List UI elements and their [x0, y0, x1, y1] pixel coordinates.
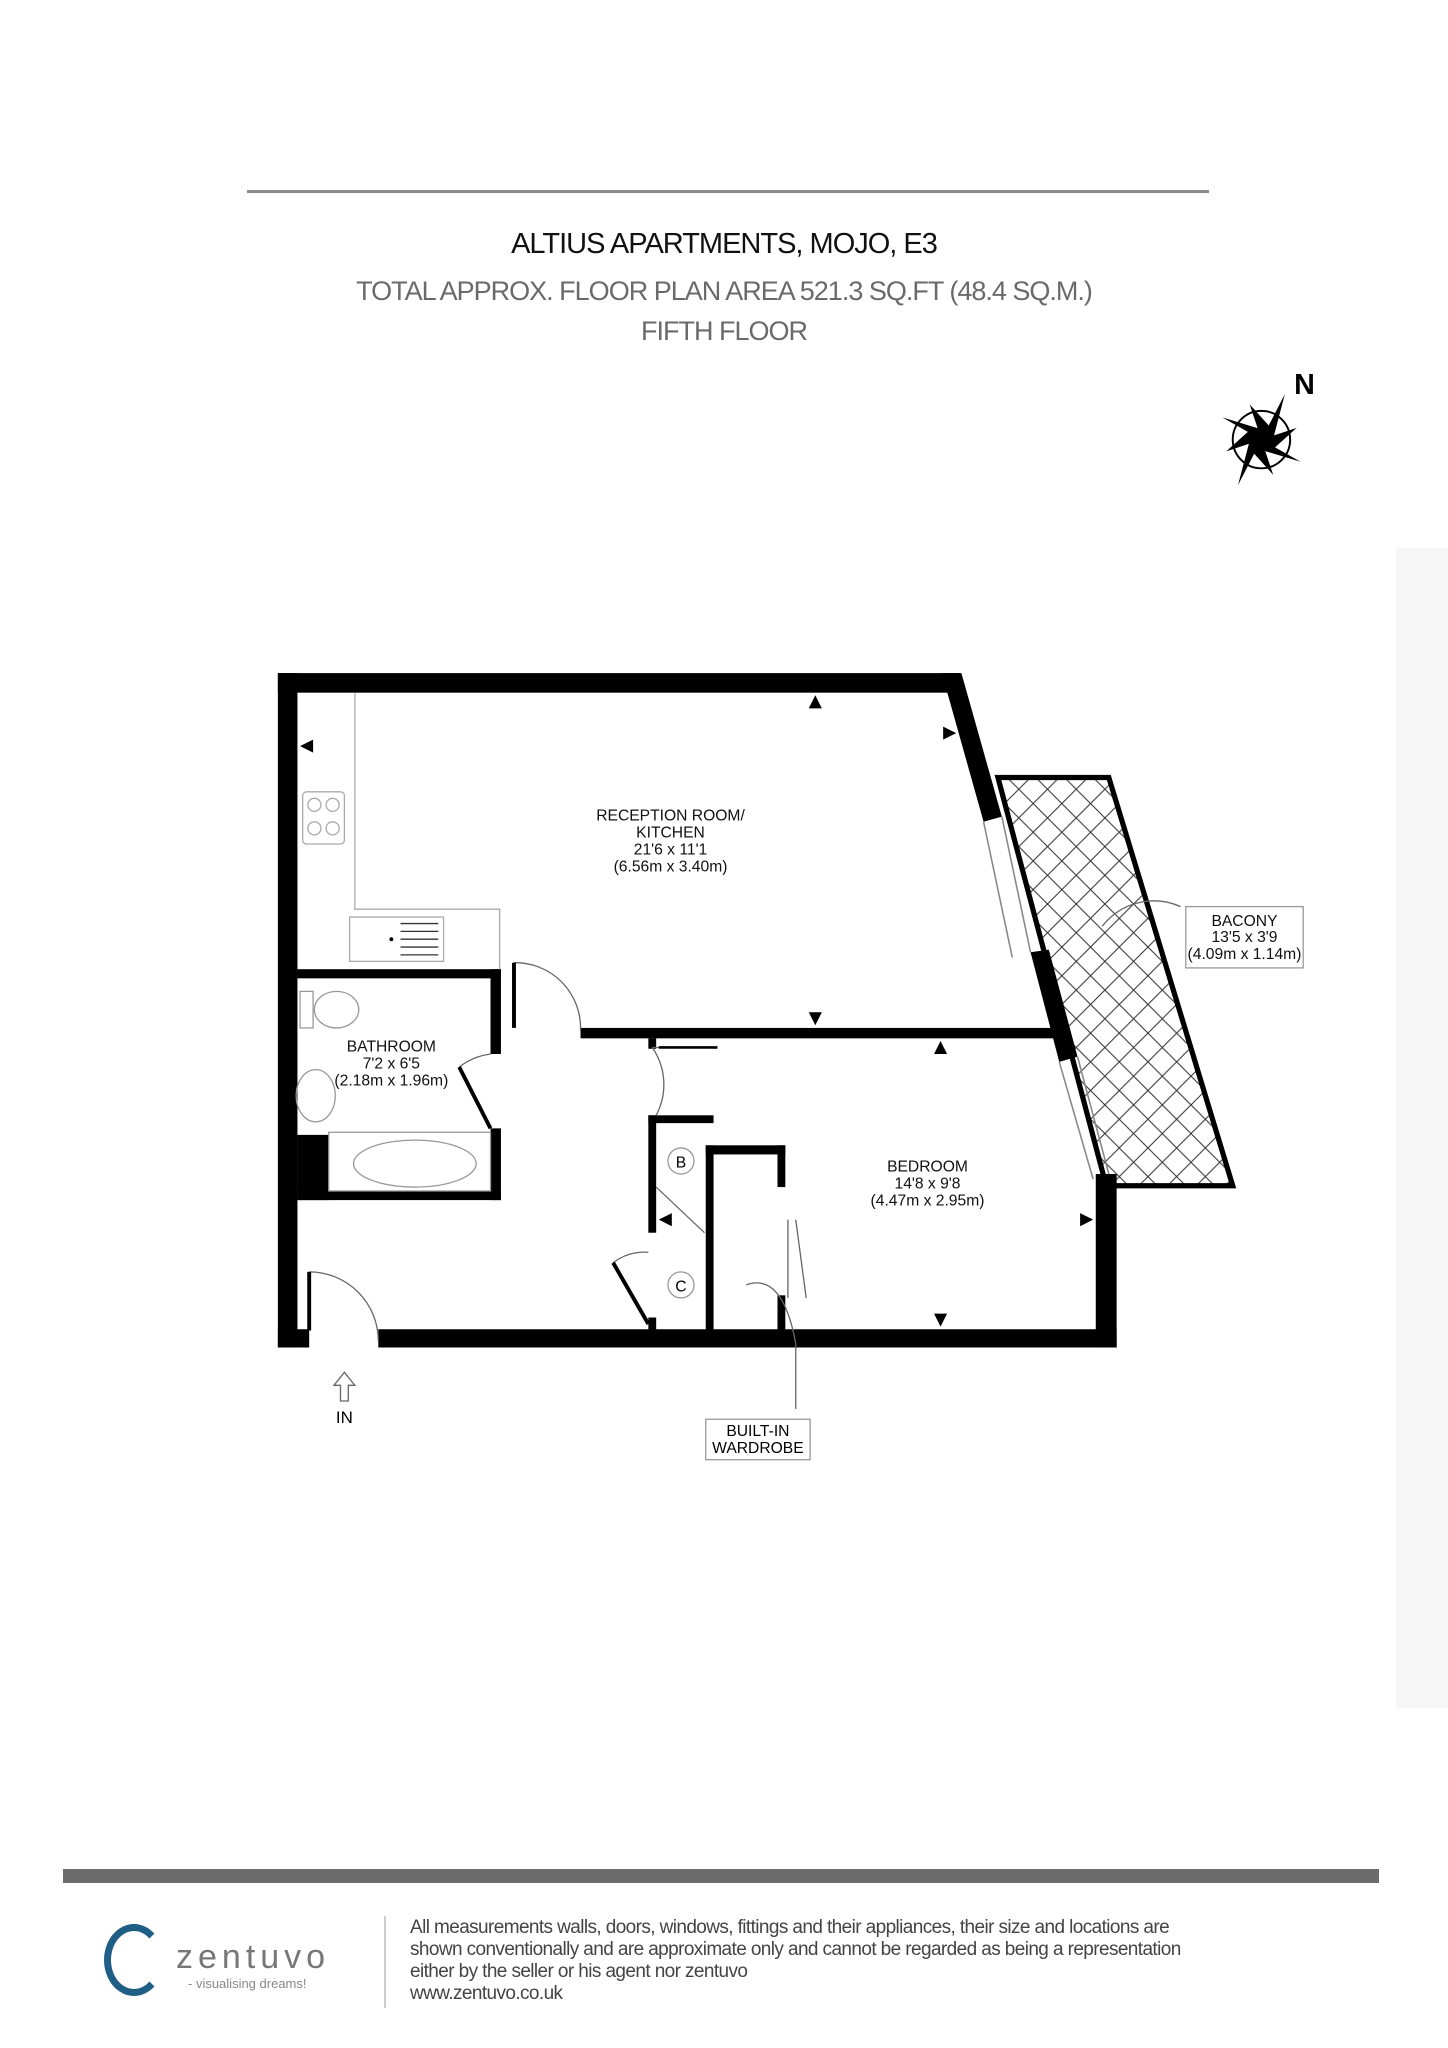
side-strip: [1396, 548, 1448, 1708]
balcony-label-box: BACONY 13'5 x 3'9 (4.09m x 1.14m): [1185, 905, 1304, 969]
website-link[interactable]: www.zentuvo.co.uk: [410, 1983, 563, 2004]
svg-text:WARDROBE: WARDROBE: [712, 1440, 804, 1457]
disclaimer-line: either by the seller or his agent nor ze…: [410, 1961, 748, 1982]
windows: [982, 816, 1110, 1180]
toilet-icon: [313, 990, 360, 1029]
disclaimer-line: All measurements walls, doors, windows, …: [410, 1917, 1170, 1938]
logo-ring-icon: [104, 1924, 164, 1996]
bathroom-imperial: 7'2 x 6'5: [363, 1055, 421, 1072]
kitchen-units: [302, 692, 501, 970]
wardrobe-label-box: BUILT-IN WARDROBE: [705, 1418, 811, 1461]
bedroom-imperial: 14'8 x 9'8: [895, 1175, 961, 1192]
compass-icon: N: [1222, 369, 1315, 486]
compass-north-label: N: [1294, 369, 1315, 401]
hob-icon: [302, 791, 346, 845]
reception-metric: (6.56m x 3.40m): [614, 858, 728, 875]
balcony-name: BACONY: [1211, 913, 1278, 930]
footer-bar: [63, 1869, 1379, 1883]
header-rule: [247, 190, 1209, 193]
floor-area: TOTAL APPROX. FLOOR PLAN AREA 521.3 SQ.F…: [356, 276, 1093, 306]
disclaimer-line: shown conventionally and are approximate…: [410, 1939, 1181, 1960]
disclaimer: All measurements walls, doors, windows, …: [410, 1917, 1181, 2005]
up-arrow-icon: [332, 1371, 357, 1402]
dimension-arrows: [300, 695, 1094, 1327]
bathroom-metric: (2.18m x 1.96m): [334, 1072, 448, 1089]
footer-divider: [384, 1916, 386, 2008]
svg-text:BUILT-IN: BUILT-IN: [726, 1423, 789, 1440]
doors: [307, 900, 1181, 1409]
bathroom-fixtures: [295, 990, 492, 1192]
reception-imperial: 21'6 x 11'1: [634, 841, 708, 858]
bedroom-metric: (4.47m x 2.95m): [871, 1192, 985, 1209]
logo-name: zentuvo: [176, 1938, 331, 1976]
bathroom-name: BATHROOM: [347, 1038, 436, 1055]
zentuvo-logo: zentuvo - visualising dreams!: [100, 1920, 340, 2000]
reception-name: RECEPTION ROOM/: [596, 808, 745, 825]
balcony-area: [994, 774, 1237, 1189]
boiler-cupboard: B: [667, 1147, 695, 1175]
walls: [277, 673, 1117, 1348]
balcony-metric: (4.09m x 1.14m): [1188, 946, 1302, 963]
svg-text:C: C: [675, 1278, 686, 1295]
reception-name-2: KITCHEN: [636, 824, 705, 841]
bedroom-name: BEDROOM: [887, 1158, 968, 1175]
basin-icon: [295, 1069, 336, 1123]
balcony-imperial: 13'5 x 3'9: [1211, 929, 1277, 946]
svg-text:B: B: [676, 1154, 686, 1171]
storage-cupboard: C: [667, 1271, 695, 1299]
floor-level: FIFTH FLOOR: [641, 316, 808, 346]
entrance-marker: IN: [332, 1371, 357, 1427]
logo-tagline: - visualising dreams!: [188, 1976, 307, 1991]
sink-icon: [348, 916, 445, 963]
bath-icon: [352, 1139, 477, 1188]
svg-text:IN: IN: [336, 1408, 353, 1427]
property-title: ALTIUS APARTMENTS, MOJO, E3: [511, 228, 938, 260]
